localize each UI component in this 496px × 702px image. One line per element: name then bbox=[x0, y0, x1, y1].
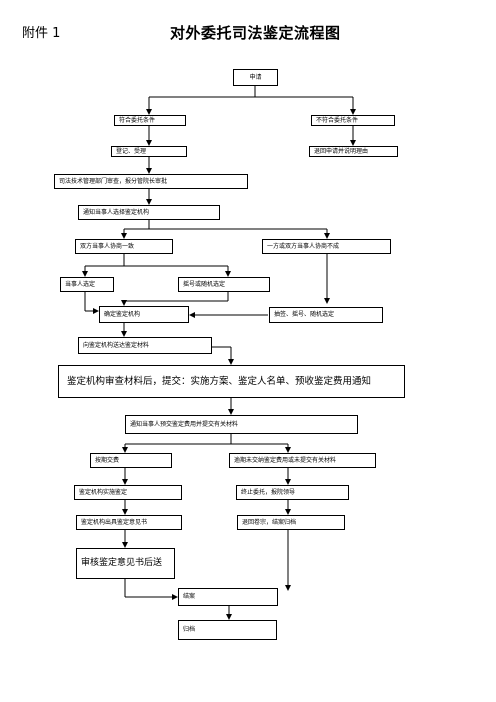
node-transfer-approval: 司法技术管理部门审查，报分管院长审批 bbox=[54, 174, 248, 189]
node-meets-conditions: 符合委托条件 bbox=[114, 115, 186, 126]
node-agency-implement: 鉴定机构实施鉴定 bbox=[74, 485, 182, 500]
node-confirm-agency: 确定鉴定机构 bbox=[99, 306, 189, 323]
node-pay-on-time: 按期交费 bbox=[90, 453, 172, 468]
node-random-selection: 摇号或随机选定 bbox=[178, 277, 270, 292]
node-close-case: 结案 bbox=[178, 588, 278, 606]
node-agency-review-submit: 鉴定机构审查材料后，提交：实施方案、鉴定人名单、预收鉴定费用通知 bbox=[58, 365, 405, 398]
node-archive: 归档 bbox=[178, 620, 277, 640]
node-agency-issue-opinion: 鉴定机构出具鉴定意见书 bbox=[76, 515, 182, 530]
node-terminate-report: 终止委托，报院领导 bbox=[236, 485, 349, 500]
node-reach-agreement: 双方当事人协商一致 bbox=[75, 239, 173, 254]
node-lottery-random: 抽签、摇号、随机选定 bbox=[269, 307, 383, 323]
node-designated-by-parties: 当事人选定 bbox=[60, 277, 114, 292]
node-application: 申请 bbox=[233, 69, 278, 86]
node-send-materials: 向鉴定机构送达鉴定材料 bbox=[78, 337, 212, 354]
annex-label: 附件 1 bbox=[22, 26, 61, 41]
node-return-archive: 退回卷宗，结案归档 bbox=[237, 515, 345, 530]
node-not-meets-conditions: 不符合委托条件 bbox=[311, 115, 395, 126]
page-title: 对外委托司法鉴定流程图 bbox=[170, 24, 341, 42]
node-review-opinion-send: 审核鉴定意见书后送 bbox=[76, 548, 175, 579]
node-notify-prepay: 通知当事人预交鉴定费用并提交有关材料 bbox=[125, 415, 358, 434]
node-overdue-not-paid: 逾期未交纳鉴定费用或未提交有关材料 bbox=[229, 453, 376, 468]
node-no-agreement: 一方或双方当事人协商不成 bbox=[262, 239, 391, 254]
node-notify-select-agency: 通知当事人选择鉴定机构 bbox=[78, 205, 220, 220]
node-register-accept: 登记、受理 bbox=[111, 146, 187, 157]
node-return-with-reason: 退回申请并说明理由 bbox=[309, 146, 398, 157]
